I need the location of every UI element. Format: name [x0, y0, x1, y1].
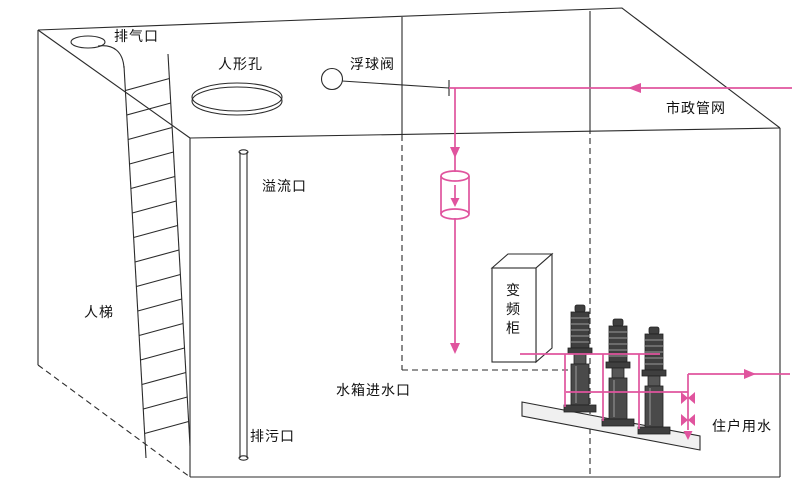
vfd-cabinet — [490, 252, 554, 364]
flow-arrow-down-icon — [450, 343, 460, 354]
resident-label: 住户用水 — [712, 418, 772, 434]
pump-unit-1 — [563, 304, 597, 413]
float-valve-label: 浮球阀 — [350, 56, 395, 72]
overflow-label: 溢流口 — [262, 178, 307, 194]
municipal-label: 市政管网 — [666, 100, 726, 116]
vent-opening — [70, 35, 106, 49]
flow-arrow-down-icon — [683, 431, 693, 440]
tank-inlet-label: 水箱进水口 — [336, 382, 411, 398]
inlet-cylinder-fitting — [440, 170, 470, 220]
gate-valve-icon — [681, 392, 695, 404]
float-valve-arm — [341, 80, 450, 89]
roof-openings — [70, 35, 283, 116]
gate-valve-icon — [681, 414, 695, 426]
ladder-rungs — [125, 77, 189, 435]
overflow-pipe — [238, 149, 249, 461]
manhole-opening — [191, 86, 283, 116]
flow-arrow-left-icon — [628, 83, 641, 93]
pump-piping — [520, 353, 790, 440]
ladder-label: 人梯 — [84, 304, 114, 320]
flow-arrow-right-icon — [744, 369, 756, 379]
vent-label: 排气口 — [114, 28, 159, 44]
water-tank-outline — [37, 7, 781, 478]
ladder-top-hook — [97, 45, 125, 69]
flow-arrow-down-icon — [450, 198, 460, 207]
drain-label: 排污口 — [250, 428, 295, 444]
vfd-cabinet-label: 变频柜 — [506, 282, 520, 336]
pump-unit-2 — [601, 318, 635, 427]
float-ball — [320, 67, 344, 91]
access-ladder — [97, 45, 191, 459]
manhole-rim — [191, 82, 283, 112]
pump-unit-3 — [637, 326, 671, 435]
municipal-inlet-piping — [440, 83, 792, 354]
flow-arrow-down-icon — [450, 147, 460, 158]
manhole-label: 人形孔 — [218, 56, 263, 72]
partition-lines — [401, 11, 591, 477]
